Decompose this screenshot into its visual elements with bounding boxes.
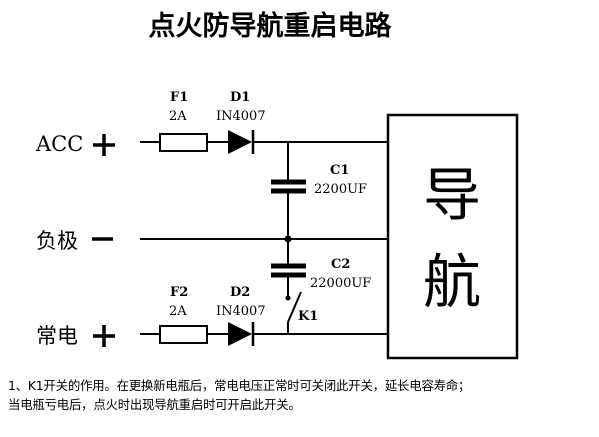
navigation-unit-box (386, 113, 519, 360)
navigation-char-1: 导 (423, 161, 481, 229)
capacitor-c1 (271, 179, 306, 194)
capacitor-c2 (271, 263, 306, 278)
d1-value: IN4007 (216, 109, 266, 124)
d2-name: D2 (230, 285, 250, 300)
c2-value: 22000UF (310, 276, 371, 291)
constant-plus-sign (93, 325, 115, 347)
switch-k1 (285, 291, 302, 323)
usage-note-line-1: 1、K1开关的作用。在更换新电瓶后，常电电压正常时可关闭此开关，延长电容寿命； (8, 378, 471, 393)
ground-label: 负极 (36, 229, 78, 253)
d1-name: D1 (230, 90, 250, 105)
acc-plus-sign (93, 134, 115, 156)
d2-value: IN4007 (216, 304, 266, 319)
usage-note: 1、K1开关的作用。在更换新电瓶后，常电电压正常时可关闭此开关，延长电容寿命； … (8, 376, 598, 414)
c2-name: C2 (331, 257, 350, 272)
f2-name: F2 (170, 285, 188, 300)
c1-name: C1 (330, 163, 349, 178)
f2-value: 2A (169, 304, 187, 319)
diode-d2 (228, 322, 255, 346)
c1-value: 2200UF (314, 182, 367, 197)
acc-label: ACC (35, 132, 83, 156)
f1-value: 2A (169, 109, 187, 124)
fuse-f1 (159, 133, 208, 152)
k1-name: K1 (298, 309, 318, 324)
fuse-f2 (159, 325, 208, 344)
diode-d1 (228, 130, 255, 154)
navigation-char-2: 航 (423, 248, 481, 316)
f1-name: F1 (170, 90, 188, 105)
diagram-title: 点火防导航重启电路 (149, 10, 393, 42)
constant-power-label: 常电 (36, 324, 78, 348)
usage-note-line-2: 当电瓶亏电后，点火时出现导航重启时可开启此开关。 (8, 397, 301, 412)
